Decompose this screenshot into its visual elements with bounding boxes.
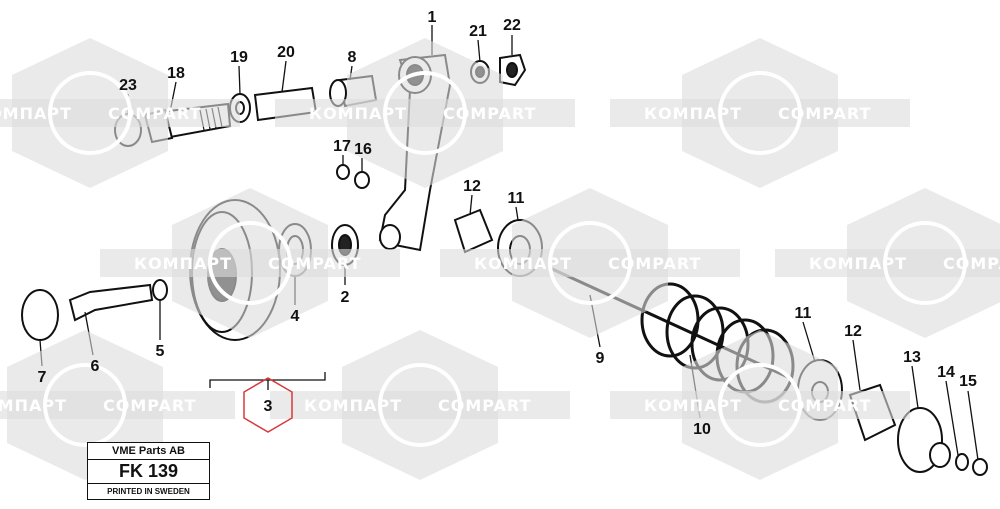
watermark-text-ru: КОМПАРТ [644,104,742,123]
watermark-shapes [0,38,1000,480]
callout-11b[interactable]: 11 [795,305,812,322]
watermark-shape [610,38,910,188]
callout-18[interactable]: 18 [167,65,185,82]
callout-19[interactable]: 19 [230,49,248,66]
watermark-text-en: COMPART [778,396,871,415]
watermark-text-en: COMPART [778,104,871,123]
watermark-text-en: COMPART [943,254,1000,273]
callout-3[interactable]: 3 [264,398,273,415]
watermark-text-ru: КОМПАРТ [134,254,232,273]
watermark-text-ru: КОМПАРТ [0,396,67,415]
watermark-text-en: COMPART [608,254,701,273]
watermark-shape [610,330,910,480]
watermark-text-en: COMPART [103,396,196,415]
callout-4[interactable]: 4 [291,308,300,325]
callout-17[interactable]: 17 [333,138,351,155]
callout-6[interactable]: 6 [91,358,100,375]
watermark-text-ru: КОМПАРТ [0,104,72,123]
watermark-text-en: COMPART [108,104,201,123]
watermark-text-ru: КОМПАРТ [474,254,572,273]
watermark-text-ru: КОМПАРТ [304,396,402,415]
watermark-text-en: COMPART [438,396,531,415]
title-block-company: VME Parts AB [88,443,209,460]
watermark-text-ru: КОМПАРТ [644,396,742,415]
callout-14[interactable]: 14 [937,364,955,381]
highlight-hexagon[interactable] [243,377,293,433]
callout-12b[interactable]: 12 [844,323,862,340]
callout-13[interactable]: 13 [903,349,921,366]
watermark-shape [0,38,240,188]
callout-20[interactable]: 20 [277,44,295,61]
callout-23[interactable]: 23 [119,77,137,94]
callout-9[interactable]: 9 [596,350,605,367]
watermark-shape [100,188,400,338]
watermark-shape [270,330,570,480]
watermark-shape [775,188,1000,338]
callout-labels: 1 21 22 23 18 19 20 8 17 16 12 11 2 4 5 … [38,9,977,438]
callout-10[interactable]: 10 [693,421,711,438]
callout-11[interactable]: 11 [508,190,525,207]
callout-5[interactable]: 5 [156,343,165,360]
callout-8[interactable]: 8 [348,49,357,66]
callout-16[interactable]: 16 [354,141,372,158]
callout-12[interactable]: 12 [463,178,481,195]
callout-22[interactable]: 22 [503,17,521,34]
watermark-text-en: COMPART [443,104,536,123]
watermark-text-en: COMPART [268,254,361,273]
callout-7[interactable]: 7 [38,369,47,386]
title-block-code: FK 139 [88,460,209,484]
watermark-shape [275,38,575,188]
callout-1[interactable]: 1 [428,9,437,26]
watermark-shape [440,188,740,338]
watermark-texts: КОМПАРТ COMPART КОМПАРТ COMPART КОМПАРТ COMPA… [0,104,1000,415]
callout-2[interactable]: 2 [341,289,350,306]
title-block: VME Parts AB FK 139 PRINTED IN SWEDEN [87,442,210,500]
title-block-printed: PRINTED IN SWEDEN [107,487,190,496]
callout-15[interactable]: 15 [959,373,977,390]
watermark-text-ru: КОМПАРТ [309,104,407,123]
callout-21[interactable]: 21 [469,23,487,40]
watermark-text-ru: КОМПАРТ [809,254,907,273]
